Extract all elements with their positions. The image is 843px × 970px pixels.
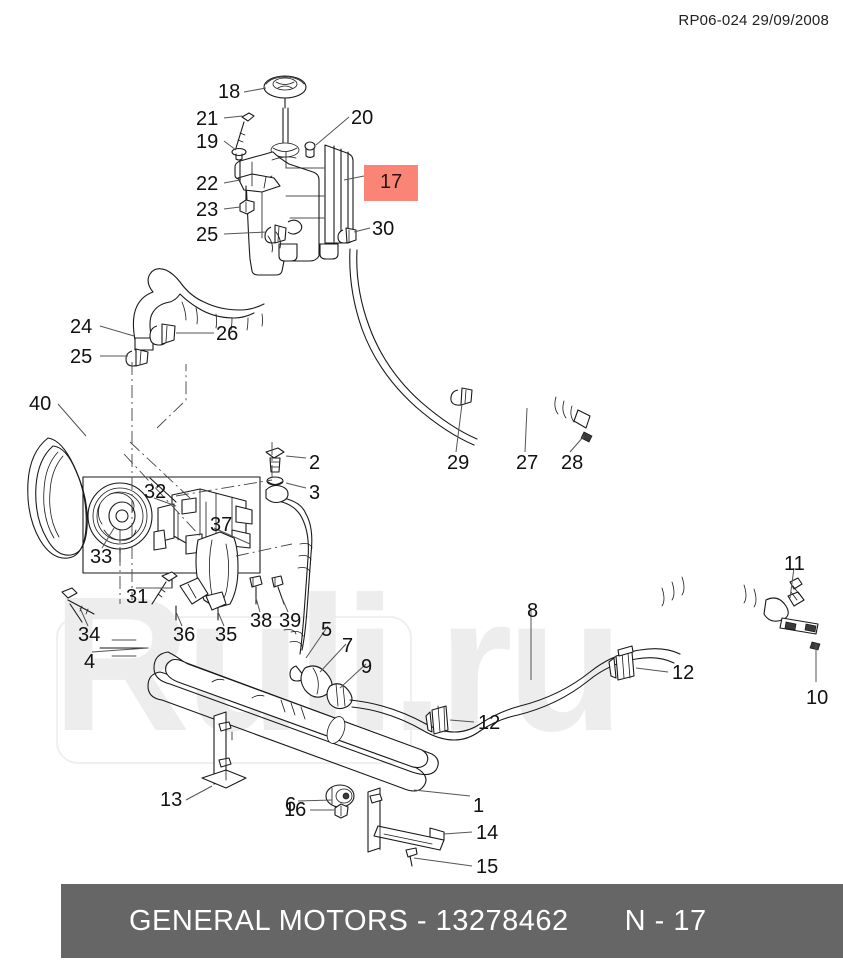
part-38-bolt <box>249 575 263 605</box>
callout-14[interactable]: 14 <box>476 822 499 844</box>
part-39-bolt <box>271 575 285 605</box>
part-26-clip <box>149 323 176 346</box>
part-37-pressure-hose <box>265 484 313 655</box>
callout-19[interactable]: 19 <box>196 131 219 153</box>
callout-25[interactable]: 25 <box>196 224 219 246</box>
callout-28[interactable]: 28 <box>561 452 584 474</box>
part-33-pulley <box>87 482 153 563</box>
part-6-grommet <box>325 784 355 808</box>
callout-24[interactable]: 24 <box>70 316 93 338</box>
callout-3[interactable]: 3 <box>309 482 321 504</box>
callout-35[interactable]: 35 <box>215 624 238 646</box>
part-34-bolt <box>61 587 95 623</box>
part-9-fitting <box>326 683 353 710</box>
part-19-washer <box>231 147 247 161</box>
part-14-bracket <box>367 787 445 853</box>
callout-20[interactable]: 20 <box>351 107 374 129</box>
part-21-bolt <box>235 112 255 149</box>
footer-manufacturer-part: GENERAL MOTORS - 13278462 <box>129 904 569 937</box>
part-15-bolt <box>405 847 418 867</box>
callout-36[interactable]: 36 <box>173 624 196 646</box>
part-18-cap <box>263 75 307 109</box>
callout-9[interactable]: 9 <box>361 656 373 678</box>
part-23-nut <box>239 199 255 215</box>
part-4-seals <box>99 639 149 657</box>
callout-8[interactable]: 8 <box>527 600 539 622</box>
part-22-bracket <box>237 159 281 207</box>
callout-34[interactable]: 34 <box>78 624 101 646</box>
callout-17-highlighted[interactable]: 17 <box>364 165 419 201</box>
part-12-clip-a <box>425 705 449 735</box>
callout-11[interactable]: 11 <box>784 553 805 575</box>
part-8-return-line <box>349 576 821 741</box>
callout-18[interactable]: 18 <box>218 81 241 103</box>
callout-38[interactable]: 38 <box>250 610 273 632</box>
part-16-nut <box>334 803 349 819</box>
part-25-clamp-upper <box>264 219 303 244</box>
callout-21[interactable]: 21 <box>196 108 219 130</box>
part-20-fastener <box>304 141 316 159</box>
callout-10[interactable]: 10 <box>806 687 829 709</box>
callout-7[interactable]: 7 <box>342 635 354 657</box>
callout-29[interactable]: 29 <box>447 452 470 474</box>
callout-15[interactable]: 15 <box>476 856 499 878</box>
callout-22[interactable]: 22 <box>196 173 219 195</box>
part-3-washer <box>266 476 284 486</box>
part-24-return-hose <box>132 231 281 351</box>
callout-33[interactable]: 33 <box>90 546 113 568</box>
callout-13[interactable]: 13 <box>160 789 183 811</box>
part-5-connector <box>283 629 305 682</box>
callout-12[interactable]: 12 <box>478 712 501 734</box>
callout-12-b[interactable]: 12 <box>672 662 695 684</box>
part-17-reservoir <box>234 75 354 276</box>
callout-31[interactable]: 31 <box>126 586 149 608</box>
callout-37[interactable]: 37 <box>210 514 233 536</box>
part-35-bracket <box>179 531 239 621</box>
footer-bar: GENERAL MOTORS - 13278462 N - 17 <box>61 884 843 958</box>
callout-23[interactable]: 23 <box>196 199 219 221</box>
callout-26[interactable]: 26 <box>216 323 239 345</box>
callout-16[interactable]: 16 <box>284 799 307 821</box>
alignment-axis-g <box>156 364 187 429</box>
alignment-axis-a <box>123 453 201 537</box>
footer-page-number: N - 17 <box>624 904 707 937</box>
part-1-cooler <box>147 651 439 792</box>
callout-40[interactable]: 40 <box>29 393 52 415</box>
part-36-bolt <box>151 571 178 621</box>
part-25-clamp-lower <box>125 348 149 367</box>
part-40-drive-belt <box>27 437 88 559</box>
callout-1[interactable]: 1 <box>473 795 485 817</box>
part-2-bolt <box>265 447 285 473</box>
document-code: RP06-024 29/09/2008 <box>678 12 829 29</box>
callout-27[interactable]: 27 <box>516 452 539 474</box>
part-12-clip-b <box>608 645 635 681</box>
callout-2[interactable]: 2 <box>309 452 321 474</box>
callout-25-b[interactable]: 25 <box>70 346 93 368</box>
part-27-pressure-line <box>349 248 593 446</box>
part-29-clip <box>450 387 473 406</box>
part-30-clamp <box>337 227 357 244</box>
alignment-axis-c <box>175 479 273 497</box>
part-13-bracket <box>201 711 247 789</box>
callout-4[interactable]: 4 <box>84 651 96 673</box>
callout-30[interactable]: 30 <box>372 218 395 240</box>
callout-5[interactable]: 5 <box>321 619 333 641</box>
callout-39[interactable]: 39 <box>279 610 302 632</box>
leader-lines <box>57 87 817 867</box>
alignment-axis-d <box>129 441 193 501</box>
alignment-axis-e <box>235 543 293 557</box>
callout-6[interactable]: 6 <box>285 794 297 816</box>
callout-32[interactable]: 32 <box>144 481 167 503</box>
